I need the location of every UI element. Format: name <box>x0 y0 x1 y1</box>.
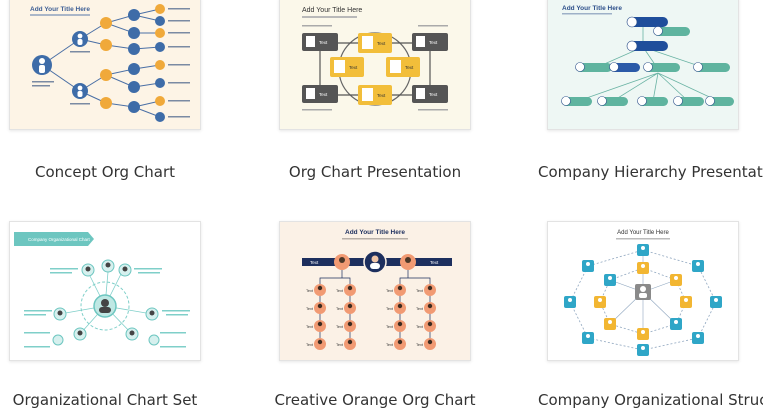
template-title[interactable]: Org Chart Presentation <box>288 163 462 181</box>
template-card-company-organizational-structure[interactable]: Add Your Title Here <box>538 215 763 415</box>
org-chart-presentation-preview: Add Your Title Here Text <box>280 0 470 129</box>
preview-box-label: Text <box>319 40 328 45</box>
template-title[interactable]: Company Hierarchy Presentation <box>538 163 763 181</box>
template-card-organizational-chart-set[interactable]: Company Organizational Chart <box>0 215 210 415</box>
template-card-company-hierarchy-presentation[interactable]: Add Your Title Here Company <box>538 0 763 200</box>
template-title[interactable]: Company Organizational Structure <box>538 391 763 409</box>
template-thumbnail[interactable]: Add Your Title Here Text Text <box>279 221 471 361</box>
preview-box-label: Text <box>386 289 394 293</box>
preview-box-label: Text <box>306 343 314 347</box>
template-thumbnail[interactable]: Company Organizational Chart <box>9 221 201 361</box>
preview-box-label: Text <box>319 92 328 97</box>
preview-box-label: Text <box>306 289 314 293</box>
template-thumbnail[interactable]: Add Your Title Here <box>547 0 739 130</box>
preview-box-label: Text <box>377 41 386 46</box>
preview-box-label: Text <box>429 40 438 45</box>
organizational-chart-set-preview: Company Organizational Chart <box>10 222 200 360</box>
preview-box-label: Text <box>306 307 314 311</box>
preview-box-label: Text <box>429 92 438 97</box>
preview-heading: Add Your Title Here <box>345 229 405 236</box>
preview-heading: Add Your Title Here <box>562 5 622 12</box>
template-card-creative-orange-org-chart[interactable]: Add Your Title Here Text Text <box>270 215 480 415</box>
company-organizational-structure-preview: Add Your Title Here <box>548 222 738 360</box>
preview-box-label: Text <box>416 289 424 293</box>
preview-box-label: Text <box>336 289 344 293</box>
preview-heading: Add Your Title Here <box>617 230 669 236</box>
template-card-concept-org-chart[interactable]: Add Your Title Here <box>0 0 210 200</box>
company-hierarchy-preview: Add Your Title Here <box>548 0 738 129</box>
preview-heading: Add Your Title Here <box>302 7 362 14</box>
preview-box-label: Text <box>310 260 319 265</box>
template-thumbnail[interactable]: Add Your Title Here <box>547 221 739 361</box>
template-thumbnail[interactable]: Add Your Title Here <box>9 0 201 130</box>
preview-box-label: Text <box>416 343 424 347</box>
creative-orange-org-chart-preview: Add Your Title Here Text Text <box>280 222 470 360</box>
preview-box-label: Text <box>336 343 344 347</box>
preview-box-label: Text <box>386 307 394 311</box>
template-title[interactable]: Organizational Chart Set <box>12 391 198 409</box>
preview-box-label: Text <box>377 93 386 98</box>
preview-box-label: Text <box>336 307 344 311</box>
preview-box-label: Text <box>416 325 424 329</box>
template-title[interactable]: Concept Org Chart <box>34 163 176 181</box>
concept-org-chart-preview: Add Your Title Here <box>10 0 200 129</box>
preview-box-label: Text <box>386 343 394 347</box>
template-card-org-chart-presentation[interactable]: Add Your Title Here Text <box>270 0 480 200</box>
preview-box-label: Text <box>405 65 414 70</box>
preview-box-label: Text <box>336 325 344 329</box>
preview-heading: Add Your Title Here <box>30 6 90 13</box>
preview-box-label: Text <box>430 260 439 265</box>
template-thumbnail[interactable]: Add Your Title Here Text <box>279 0 471 130</box>
template-title[interactable]: Creative Orange Org Chart <box>274 391 476 409</box>
preview-box-label: Text <box>416 307 424 311</box>
preview-box-label: Text <box>349 65 358 70</box>
preview-box-label: Text <box>386 325 394 329</box>
preview-box-label: Text <box>306 325 314 329</box>
preview-banner: Company Organizational Chart <box>28 237 91 242</box>
